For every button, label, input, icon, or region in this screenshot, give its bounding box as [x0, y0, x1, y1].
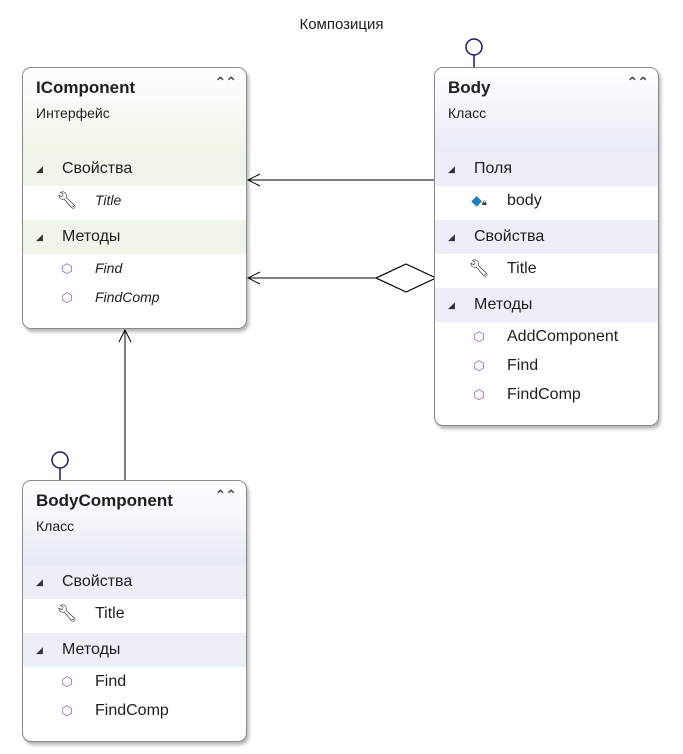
section-properties[interactable]: ◢ Свойства	[23, 565, 246, 599]
collapse-icon[interactable]: ⌃⌃	[214, 74, 237, 90]
expanded-triangle-icon[interactable]: ◢	[448, 300, 455, 310]
section-label: Свойства	[474, 228, 545, 246]
section-methods[interactable]: ◢ Методы	[23, 633, 246, 667]
section-properties[interactable]: ◢ Свойства	[435, 220, 658, 254]
section-label: Поля	[474, 160, 513, 178]
expanded-triangle-icon[interactable]: ◢	[36, 164, 43, 174]
class-kind: Класс	[36, 518, 75, 534]
expanded-triangle-icon[interactable]: ◢	[448, 164, 455, 174]
realization-arrowhead	[118, 328, 132, 343]
section-label: Свойства	[62, 573, 133, 591]
aggregation-arrowhead	[246, 271, 261, 285]
member-method[interactable]: ⬡ Find	[23, 667, 246, 696]
member-method[interactable]: ⬡ FindComp	[435, 380, 658, 409]
diagram-title: Композиция	[299, 16, 384, 33]
member-label: Title	[95, 605, 125, 622]
aggregation-diamond	[374, 263, 438, 293]
section-methods[interactable]: ◢ Методы	[435, 288, 658, 322]
section-label: Методы	[474, 296, 533, 314]
icomponent-header: IComponent Интерфейс ⌃⌃	[23, 68, 246, 152]
class-kind: Класс	[448, 105, 487, 121]
section-fields[interactable]: ◢ Поля	[435, 152, 658, 186]
cube-icon: ⬡	[61, 703, 73, 718]
member-property[interactable]: 🔧︎ Title	[23, 599, 246, 628]
member-label: body	[507, 192, 542, 209]
member-method[interactable]: ⬡ Find	[435, 351, 658, 380]
collapse-icon[interactable]: ⌃⌃	[626, 74, 649, 90]
section-properties[interactable]: ◢ Свойства	[23, 152, 246, 186]
bodycomponent-interface-lollipop	[51, 451, 69, 469]
body-header: Body Класс ⌃⌃	[435, 68, 658, 152]
member-method[interactable]: ⬡ FindComp	[23, 283, 246, 312]
class-name: Body	[448, 78, 491, 97]
cube-icon: ⬡	[61, 290, 73, 305]
expanded-triangle-icon[interactable]: ◢	[36, 577, 43, 587]
wrench-icon: 🔧︎	[468, 259, 490, 278]
member-method[interactable]: ⬡ Find	[23, 254, 246, 283]
cube-icon: ⬡	[61, 674, 73, 689]
member-label: FindComp	[95, 702, 169, 719]
member-method[interactable]: ⬡ AddComponent	[435, 322, 658, 351]
association-arrowhead	[246, 173, 261, 187]
member-label: Title	[507, 260, 537, 277]
wrench-icon: 🔧︎	[56, 191, 78, 210]
member-property[interactable]: 🔧︎ Title	[435, 254, 658, 283]
class-name: IComponent	[36, 78, 136, 97]
body-box[interactable]: Body Класс ⌃⌃ ◢ Поля ◆🔒︎ body ◢ Свойства 🔧…	[434, 67, 659, 426]
section-label: Свойства	[62, 160, 133, 178]
expanded-triangle-icon[interactable]: ◢	[448, 232, 455, 242]
member-label: FindComp	[95, 289, 160, 305]
class-kind: Интерфейс	[36, 105, 110, 121]
member-label: Find	[95, 673, 127, 690]
collapse-icon[interactable]: ⌃⌃	[214, 487, 237, 503]
member-label: Find	[95, 260, 123, 276]
class-name: BodyComponent	[36, 491, 173, 510]
member-label: Title	[95, 192, 122, 208]
cube-icon: ⬡	[473, 329, 485, 344]
member-method[interactable]: ⬡ FindComp	[23, 696, 246, 725]
bodycomponent-box[interactable]: BodyComponent Класс ⌃⌃ ◢ Свойства 🔧︎ Titl…	[22, 480, 247, 742]
member-label: AddComponent	[507, 328, 619, 345]
bodycomponent-header: BodyComponent Класс ⌃⌃	[23, 481, 246, 565]
cube-icon: ⬡	[473, 358, 485, 373]
wrench-icon: 🔧︎	[56, 604, 78, 623]
member-label: FindComp	[507, 386, 581, 403]
field-icon: ◆🔒︎	[471, 192, 487, 208]
section-label: Методы	[62, 641, 121, 659]
member-field[interactable]: ◆🔒︎ body	[435, 186, 658, 215]
section-label: Методы	[62, 228, 121, 246]
section-methods[interactable]: ◢ Методы	[23, 220, 246, 254]
member-label: Find	[507, 357, 539, 374]
cube-icon: ⬡	[61, 261, 73, 276]
expanded-triangle-icon[interactable]: ◢	[36, 232, 43, 242]
cube-icon: ⬡	[473, 387, 485, 402]
expanded-triangle-icon[interactable]: ◢	[36, 645, 43, 655]
icomponent-box[interactable]: IComponent Интерфейс ⌃⌃ ◢ Свойства 🔧︎ Tit…	[22, 67, 247, 329]
body-interface-lollipop	[465, 38, 483, 56]
member-property[interactable]: 🔧︎ Title	[23, 186, 246, 215]
